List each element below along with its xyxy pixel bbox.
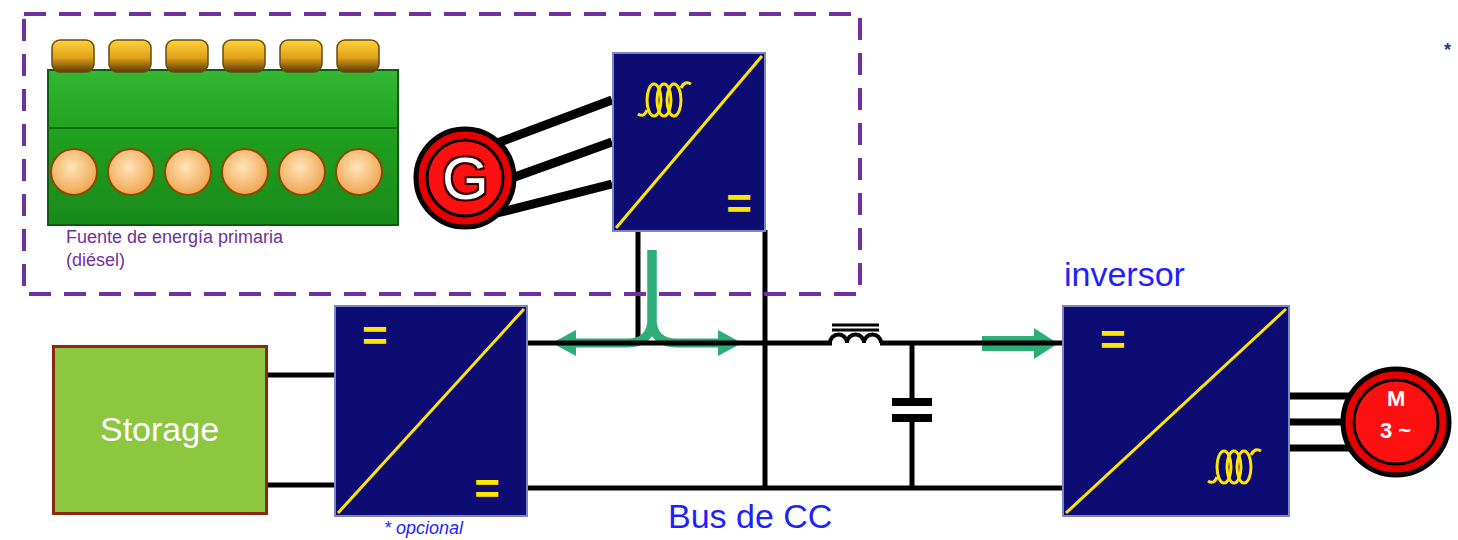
- wire: [268, 373, 334, 378]
- wire: [1290, 419, 1345, 426]
- rectifier-wires: [638, 230, 765, 490]
- storage-box: Storage: [52, 345, 268, 515]
- generator-circle: G: [413, 126, 517, 230]
- connector: [552, 250, 652, 356]
- wire: [1290, 445, 1352, 452]
- dc-symbol: =: [1100, 315, 1126, 366]
- machine-ring: [416, 129, 514, 227]
- diesel-engine: [222, 149, 268, 195]
- diesel-engine: [165, 149, 211, 195]
- converter-diagonal: [1066, 309, 1286, 513]
- inductor-symbol: [830, 325, 881, 343]
- wire: [268, 483, 334, 488]
- machine-core: [1354, 380, 1438, 464]
- inductor-symbol: [832, 329, 879, 332]
- ac-coil: [667, 84, 681, 116]
- converter-fill: [613, 53, 765, 231]
- inverter-title: inversor: [1064, 255, 1185, 294]
- motor-circle: M 3 ~: [1340, 366, 1452, 478]
- diesel-engine: [48, 70, 398, 225]
- diesel-engine: [51, 149, 97, 195]
- ac-coil: [638, 83, 691, 116]
- motor-phases: 3 ~: [1380, 418, 1411, 443]
- storage-fill: [54, 347, 267, 514]
- inductor-symbol: [832, 324, 879, 327]
- inverter-box-outline: [1062, 305, 1290, 517]
- diesel-engine: [166, 40, 208, 72]
- power-flow-line: [574, 250, 652, 343]
- storage-label: Storage: [100, 410, 219, 449]
- converter-fill: [335, 306, 527, 516]
- power-flow-line: [652, 250, 720, 343]
- diesel-engine: [48, 127, 398, 129]
- rectifier-box: =: [612, 52, 766, 232]
- diesel-engine: [223, 40, 265, 72]
- diesel-engine: [108, 149, 154, 195]
- capacitor-symbol: [910, 343, 915, 402]
- converter-fill: [1063, 306, 1289, 516]
- generator-letter: G: [442, 144, 489, 213]
- wire: [512, 142, 612, 178]
- wire: [497, 100, 612, 143]
- dcdc-converter-box: ==: [334, 305, 528, 517]
- dc-symbol: =: [362, 311, 388, 362]
- capacitor-symbol: [892, 343, 932, 490]
- inductor-symbol: [830, 335, 881, 344]
- inverter-box: inversor=: [1062, 305, 1290, 517]
- dc-symbol: =: [726, 179, 752, 230]
- group-title: Fuente de energía primaria (diésel): [66, 226, 316, 273]
- rectifier-wires: [763, 230, 768, 490]
- diesel-engine: [279, 149, 325, 195]
- rectifier-wires: [636, 230, 641, 345]
- wire: [880, 341, 1062, 346]
- machine-ring: [1343, 369, 1449, 475]
- connector: [652, 250, 742, 356]
- wire: [528, 486, 1062, 491]
- ac-coil: [1208, 450, 1261, 483]
- connector: [497, 100, 612, 213]
- diesel-engine: [336, 149, 382, 195]
- diesel-engine: [280, 40, 322, 72]
- diesel-engine: [337, 40, 379, 72]
- bus-label: Bus de CC: [668, 497, 832, 536]
- dc-symbol: =: [474, 464, 500, 515]
- connector: [528, 343, 1062, 488]
- optional-note: * opcional: [384, 518, 463, 539]
- ac-coil: [1237, 451, 1251, 483]
- diesel-engine: [48, 40, 398, 225]
- wire: [1290, 393, 1352, 400]
- motor-letter: M: [1387, 386, 1405, 411]
- wire: [528, 341, 832, 346]
- dashed-boundary: [24, 14, 860, 294]
- machine-core: [427, 140, 503, 216]
- energy-source-group: Fuente de energía primaria (diésel) G =: [22, 12, 862, 296]
- diesel-engine: [109, 40, 151, 72]
- capacitor-symbol: [910, 418, 915, 490]
- diesel-engine: [52, 40, 94, 72]
- connector: [268, 375, 334, 485]
- footnote-mark: *: [1444, 40, 1451, 61]
- capacitor-symbol: [892, 398, 932, 406]
